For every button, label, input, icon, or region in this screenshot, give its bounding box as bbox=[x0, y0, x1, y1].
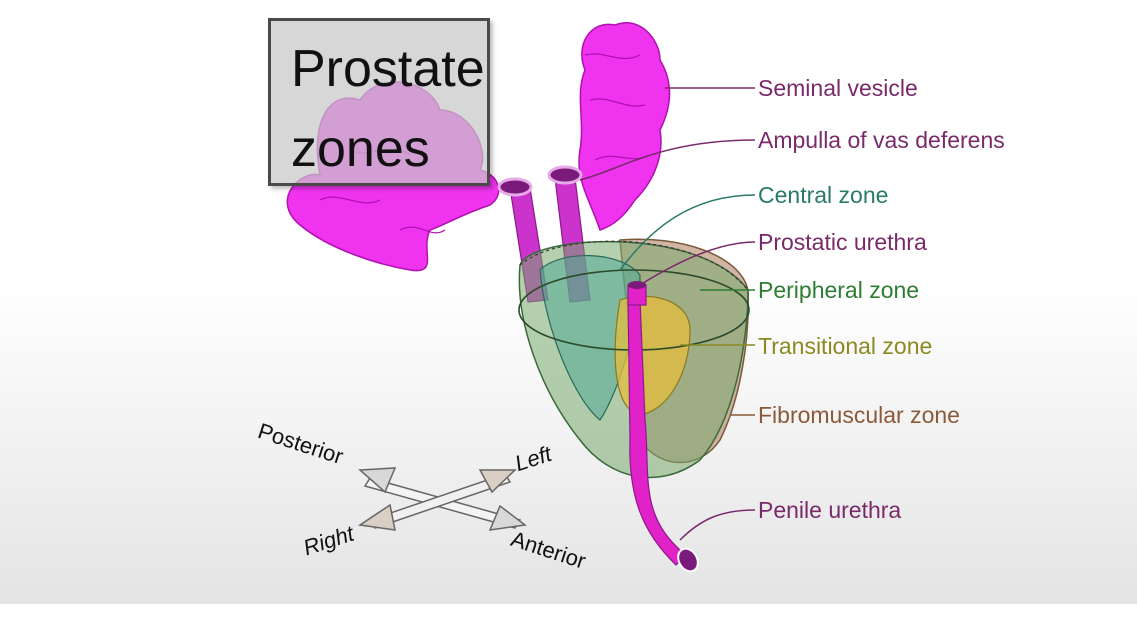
title-box: Prostate zones bbox=[268, 18, 490, 186]
label-penile-urethra: Penile urethra bbox=[758, 499, 901, 522]
bottom-strip bbox=[0, 604, 1137, 626]
label-ampulla: Ampulla of vas deferens bbox=[758, 129, 1005, 152]
title-line-2: zones bbox=[291, 123, 430, 175]
label-central-zone: Central zone bbox=[758, 184, 888, 207]
label-prostatic-urethra: Prostatic urethra bbox=[758, 231, 927, 254]
orientation-compass bbox=[360, 468, 525, 530]
title-line-1: Prostate bbox=[291, 43, 485, 95]
label-transitional-zone: Transitional zone bbox=[758, 335, 932, 358]
ampulla-right-opening bbox=[549, 167, 581, 183]
ampulla-left-opening bbox=[499, 179, 531, 195]
label-seminal-vesicle: Seminal vesicle bbox=[758, 77, 918, 100]
label-peripheral-zone: Peripheral zone bbox=[758, 279, 919, 302]
label-fibromuscular-zone: Fibromuscular zone bbox=[758, 404, 960, 427]
